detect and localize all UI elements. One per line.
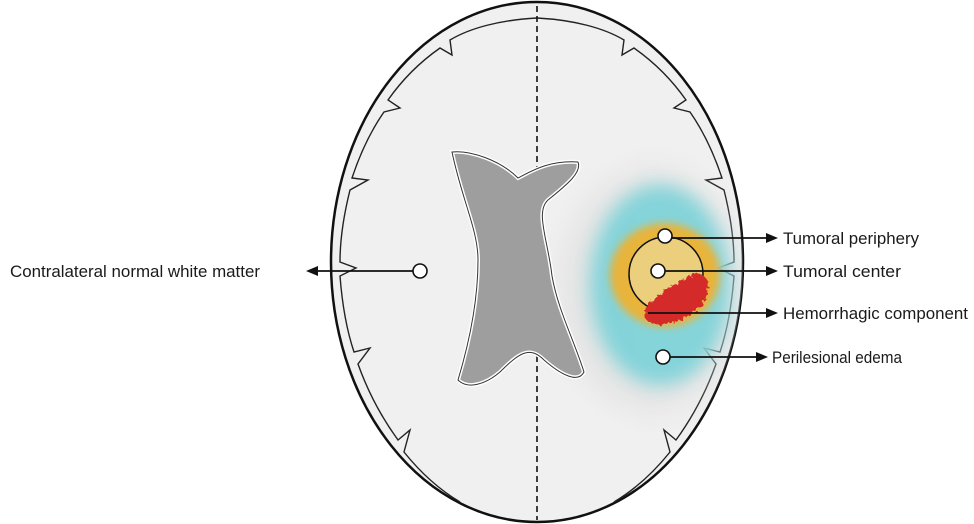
periphery-marker — [658, 229, 672, 243]
label-tumoral-center: Tumoral center — [783, 262, 901, 281]
label-contralateral: Contralateral normal white matter — [10, 262, 260, 281]
edema-marker — [656, 350, 670, 364]
arrowhead-icon — [766, 233, 778, 243]
center-marker — [651, 264, 665, 278]
label-hemorrhagic-component: Hemorrhagic component — [783, 304, 968, 323]
arrowhead-icon — [766, 266, 778, 276]
arrowhead-icon — [306, 266, 318, 276]
label-tumoral-periphery: Tumoral periphery — [783, 229, 919, 248]
arrowhead-icon — [756, 352, 768, 362]
label-perilesional-edema: Perilesional edema — [772, 348, 902, 367]
contralateral-marker — [413, 264, 427, 278]
arrowhead-icon — [766, 308, 778, 318]
